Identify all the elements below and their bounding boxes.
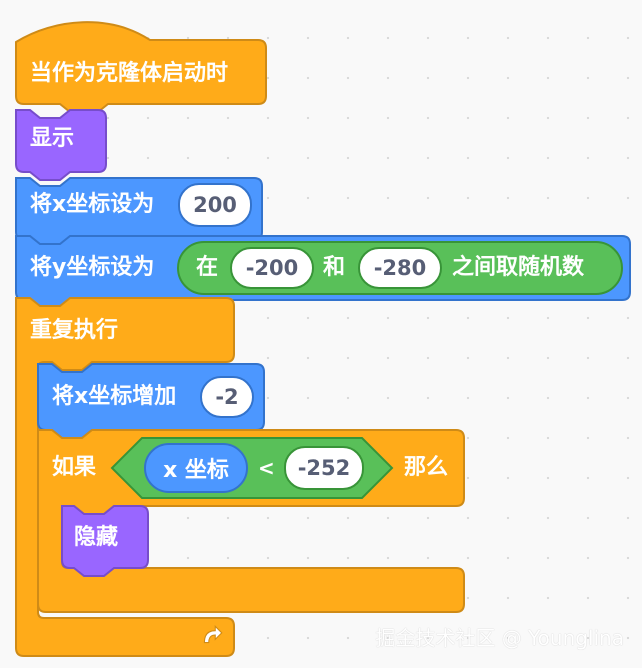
rotate-right-arrow-icon (203, 625, 223, 644)
random-word-at: 在 (196, 255, 219, 280)
set-x-label: 将x坐标设为 (30, 192, 155, 217)
compare-value-input[interactable]: -252 (284, 446, 364, 490)
show-block-label: 显示 (30, 126, 75, 151)
watermark-text: 掘金技术社区 @ Younglina (375, 626, 624, 650)
forever-block[interactable] (15, 297, 235, 657)
random-from-input[interactable]: -200 (230, 247, 314, 289)
hide-block-label: 隐藏 (74, 525, 119, 550)
random-to-input[interactable]: -280 (358, 247, 442, 289)
set-x-value-input[interactable]: 200 (178, 183, 252, 227)
then-label: 那么 (404, 455, 449, 480)
hat-block-label: 当作为克隆体启动时 (30, 61, 229, 86)
random-word-and: 和 (323, 255, 346, 280)
hat-block-when-start-as-clone[interactable] (15, 21, 267, 113)
change-x-label: 将x坐标增加 (52, 384, 177, 409)
hide-block[interactable] (61, 505, 149, 577)
if-label: 如果 (52, 455, 97, 480)
random-word-between: 之间取随机数 (452, 255, 585, 280)
forever-label: 重复执行 (30, 318, 119, 343)
x-position-reporter[interactable]: x 坐标 (144, 443, 248, 493)
show-block[interactable] (15, 109, 107, 181)
set-y-label: 将y坐标设为 (30, 255, 155, 280)
change-x-value-input[interactable]: -2 (200, 376, 254, 418)
less-than-symbol: < (258, 456, 275, 480)
